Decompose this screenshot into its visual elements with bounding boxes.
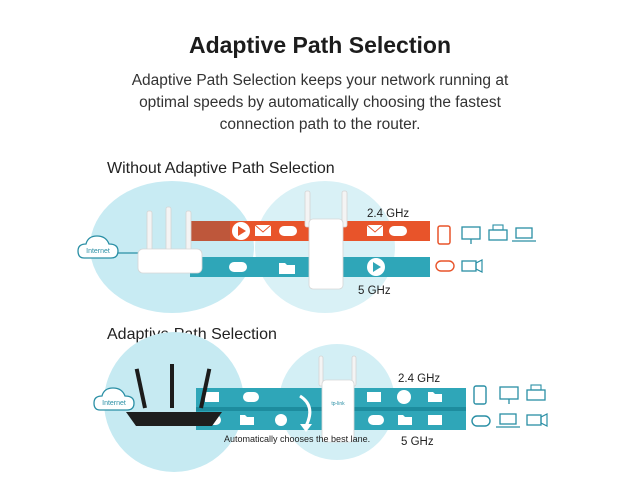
- mail-icon: [428, 415, 442, 425]
- printer-icon: [526, 384, 546, 401]
- without-section-heading: Without Adaptive Path Selection: [107, 160, 335, 177]
- lane-2-4ghz-shadow: [190, 221, 230, 241]
- laptop-icon: [512, 227, 536, 242]
- gamepad-icon: [279, 226, 297, 236]
- gamepad-icon: [229, 262, 247, 272]
- description-line: connection path to the router.: [219, 116, 421, 133]
- mail-icon: [366, 224, 384, 236]
- internet-label: Internet: [86, 248, 110, 255]
- page-title: Adaptive Path Selection: [188, 32, 451, 58]
- play-icon: [367, 258, 385, 276]
- printer-icon: [488, 224, 508, 241]
- range-extender-white: [304, 190, 348, 290]
- laptop-icon: [496, 413, 520, 428]
- gamepad-icon: [435, 260, 455, 272]
- internet-cloud-icon: Internet: [77, 235, 119, 259]
- folder-icon: [240, 415, 254, 425]
- range-extender-white: tp-link: [318, 355, 357, 443]
- with-diagram: Internet tp-link 2.4 GHz 5 GHz Automatic…: [93, 332, 548, 472]
- internet-cloud-icon: Internet: [93, 387, 135, 411]
- description-line: optimal speeds by automatically choosing…: [139, 94, 501, 111]
- camera-icon: [526, 413, 548, 427]
- gamepad-icon: [243, 392, 259, 402]
- gamepad-icon: [471, 415, 491, 427]
- camera-icon: [461, 259, 483, 273]
- gamepad-icon: [389, 226, 407, 236]
- tablet-icon: [437, 225, 451, 245]
- internet-label: Internet: [102, 400, 126, 407]
- lane-note: Automatically chooses the best lane.: [224, 434, 370, 444]
- play-icon: [397, 390, 411, 404]
- mail-icon: [205, 392, 219, 402]
- without-diagram: Internet 2.4 GHz 5 GHz: [77, 181, 536, 313]
- band-label-5ghz: 5 GHz: [401, 436, 434, 448]
- router-white: [137, 206, 203, 274]
- band-label-2-4ghz: 2.4 GHz: [367, 208, 409, 220]
- desktop-icon: [461, 226, 481, 244]
- play-icon: [232, 222, 250, 240]
- folder-icon: [398, 415, 412, 425]
- folder-icon: [428, 392, 442, 402]
- tablet-icon: [473, 385, 487, 405]
- gamepad-icon: [368, 415, 384, 425]
- mail-icon: [367, 392, 381, 402]
- router-glow: [90, 181, 254, 313]
- band-label-5ghz: 5 GHz: [358, 285, 391, 297]
- router-black: [126, 364, 222, 426]
- page-description: Adaptive Path Selection keeps your netwo…: [120, 70, 520, 136]
- mail-icon: [254, 224, 272, 236]
- description-line: Adaptive Path Selection keeps your netwo…: [131, 72, 509, 89]
- folder-icon: [279, 263, 295, 274]
- band-label-2-4ghz: 2.4 GHz: [398, 373, 440, 385]
- brand-logo: tp-link: [331, 401, 345, 407]
- desktop-icon: [499, 386, 519, 404]
- lane-switch-arrow-icon: [299, 394, 312, 432]
- play-icon: [275, 414, 287, 426]
